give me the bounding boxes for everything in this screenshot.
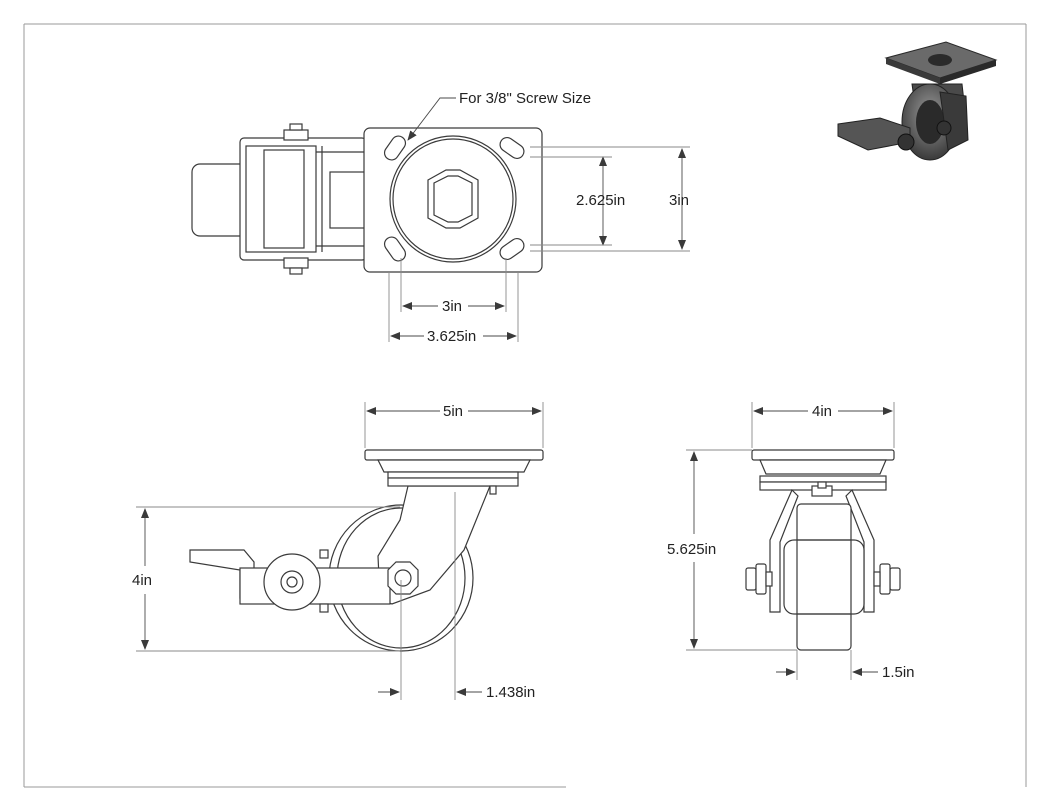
dim-plate-width: 3.625in (427, 328, 476, 345)
screw-size-note: For 3/8" Screw Size (407, 90, 591, 141)
front-view-dimensions: 4in 5.625in 1.5in (667, 402, 915, 681)
dim-plate-height: 3in (669, 192, 689, 209)
dim-side-height: 4in (132, 572, 152, 589)
dim-side-plate-length: 5in (443, 403, 463, 420)
dim-hole-spacing-horizontal: 3in (442, 298, 462, 315)
dim-swivel-offset: 1.438in (486, 684, 535, 701)
mounting-slot-br (499, 237, 525, 261)
screw-size-note-text: For 3/8" Screw Size (459, 90, 591, 107)
side-view-dimensions: 5in 4in 1.438in (132, 402, 544, 701)
top-view (191, 123, 543, 275)
mounting-slot-tl (383, 135, 407, 161)
mounting-slot-tr (499, 136, 525, 160)
top-view-dimensions: 2.625in 3in 3in 3.625in (388, 146, 690, 345)
front-view (745, 449, 901, 651)
dim-front-plate-width: 4in (812, 403, 832, 420)
dim-wheel-width: 1.5in (882, 664, 915, 681)
dim-hole-spacing-vertical: 2.625in (576, 192, 625, 209)
isometric-view (837, 41, 998, 161)
side-view (189, 449, 544, 652)
mounting-slot-bl (383, 236, 407, 262)
sheet-frame (23, 23, 1027, 788)
dim-overall-height: 5.625in (667, 541, 716, 558)
